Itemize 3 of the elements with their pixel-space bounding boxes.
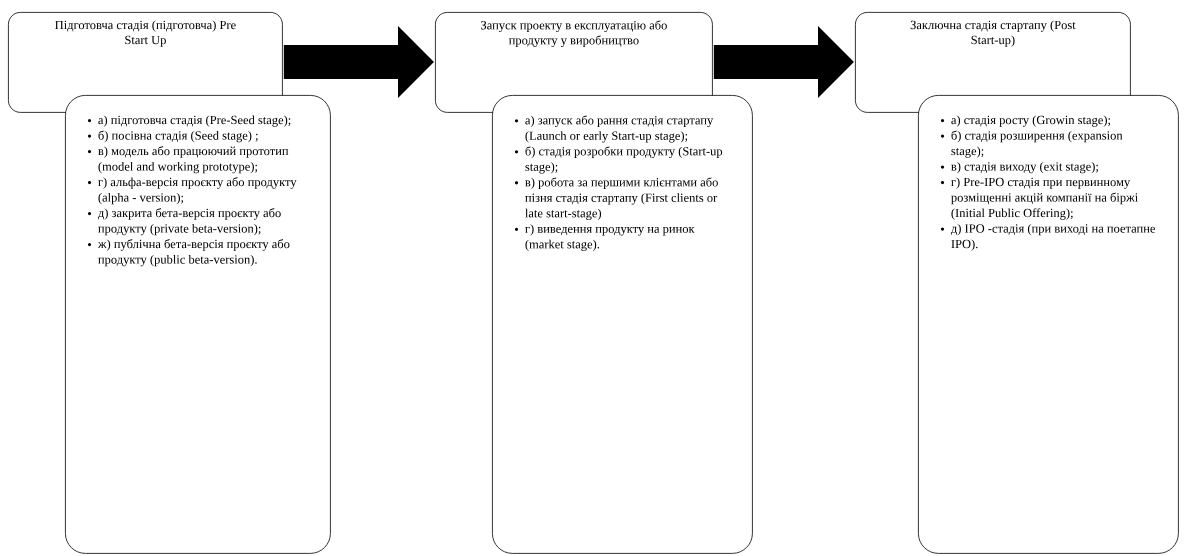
stage-box: а) підготовча стадія (Pre-Seed stage); б) посівна стадія (Seed stage) ; в) модель або працюючий прототип (model and working prototype); г) альфа-версія проєкту або продукту (alpha - version); д) закрита бета-версія проєкту або продукту (private beta-version); ж) публічна бета-версія проєкту або продукту (public beta-version). <box>65 95 331 554</box>
stage-box: а) запуск або рання стадія стартапу (Launch or early Start-up stage); б) стадія розробки продукту (Start-up stage); в) робота за першими клієнтами або пізня стадія стартапу (First clients or late start-stage) г) виведення продукту на ринок (market stage). <box>492 95 753 554</box>
stage-box: а) стадія росту (Growin stage); б) стадія розширення (expansion stage); в) стадія виходу (exit stage); г) Pre-IPO стадія при первинному розміщенні акцій компанії на біржі (Initial Public Offering); д) IPO -стадія (при виході на поетапне IPO). <box>918 95 1179 554</box>
